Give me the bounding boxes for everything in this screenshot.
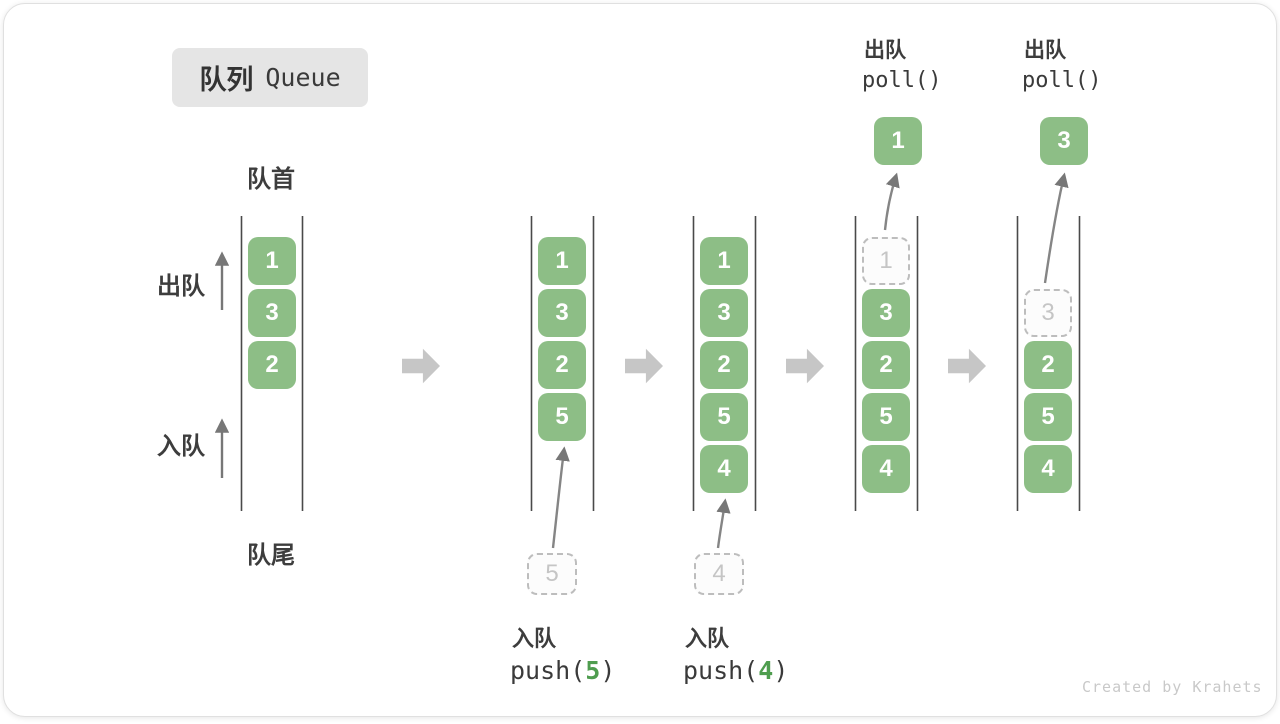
push4-code: push(4) (683, 656, 788, 685)
ghost-element: 3 (1024, 289, 1072, 337)
poll2-code: poll() (1022, 68, 1101, 93)
push4-fn: push( (683, 656, 758, 685)
poll3-arrow (1045, 176, 1064, 283)
label-enqueue: 入队 (157, 426, 205, 461)
queue-element: 1 (538, 237, 586, 285)
incoming-element: 5 (527, 553, 577, 595)
queue-element: 3 (538, 289, 586, 337)
queue-element: 1 (700, 237, 748, 285)
poll2-label-zh: 出队 (1024, 34, 1066, 64)
push5-label-zh: 入队 (512, 621, 556, 653)
queue-element: 4 (1024, 445, 1072, 493)
title-zh: 队列 (199, 58, 253, 97)
state-transition-arrow (402, 348, 440, 384)
incoming-element: 4 (694, 553, 744, 595)
poll1-arrow (885, 176, 896, 230)
push5-arg: 5 (585, 656, 600, 685)
push5-code: push(5) (510, 656, 615, 685)
ghost-element: 1 (862, 237, 910, 285)
state-transition-arrow (948, 348, 986, 384)
label-queue-rear: 队尾 (247, 535, 295, 570)
queue-element: 5 (700, 393, 748, 441)
state-transition-arrow (625, 348, 663, 384)
push4-label-zh: 入队 (685, 621, 729, 653)
queue-element: 3 (862, 289, 910, 337)
label-dequeue: 出队 (157, 266, 205, 301)
polled-element: 3 (1040, 117, 1088, 165)
label-queue-front: 队首 (247, 159, 295, 194)
polled-element: 1 (874, 117, 922, 165)
watermark: Created by Krahets (1082, 678, 1263, 696)
figure-card: 队列 Queue 队首 队尾 出队 入队 1 3 2 1 3 2 5 5 入队 … (3, 3, 1277, 717)
queue-element: 2 (862, 341, 910, 389)
queue-element: 5 (862, 393, 910, 441)
queue-element: 1 (248, 237, 296, 285)
queue-element: 4 (700, 445, 748, 493)
push4-arg: 4 (758, 656, 773, 685)
queue-element: 5 (1024, 393, 1072, 441)
push5-arrow (553, 450, 564, 548)
queue-element: 2 (1024, 341, 1072, 389)
push5-close: ) (600, 656, 615, 685)
queue-element: 5 (538, 393, 586, 441)
push4-close: ) (773, 656, 788, 685)
title-en: Queue (265, 63, 340, 92)
queue-element: 2 (700, 341, 748, 389)
queue-element: 2 (248, 341, 296, 389)
poll1-code: poll() (862, 68, 941, 93)
poll1-label-zh: 出队 (864, 34, 906, 64)
figure-title: 队列 Queue (172, 48, 368, 107)
state-transition-arrow (786, 348, 824, 384)
push5-fn: push( (510, 656, 585, 685)
push4-arrow (718, 502, 725, 548)
queue-element: 2 (538, 341, 586, 389)
queue-element: 3 (700, 289, 748, 337)
queue-element: 3 (248, 289, 296, 337)
queue-element: 4 (862, 445, 910, 493)
